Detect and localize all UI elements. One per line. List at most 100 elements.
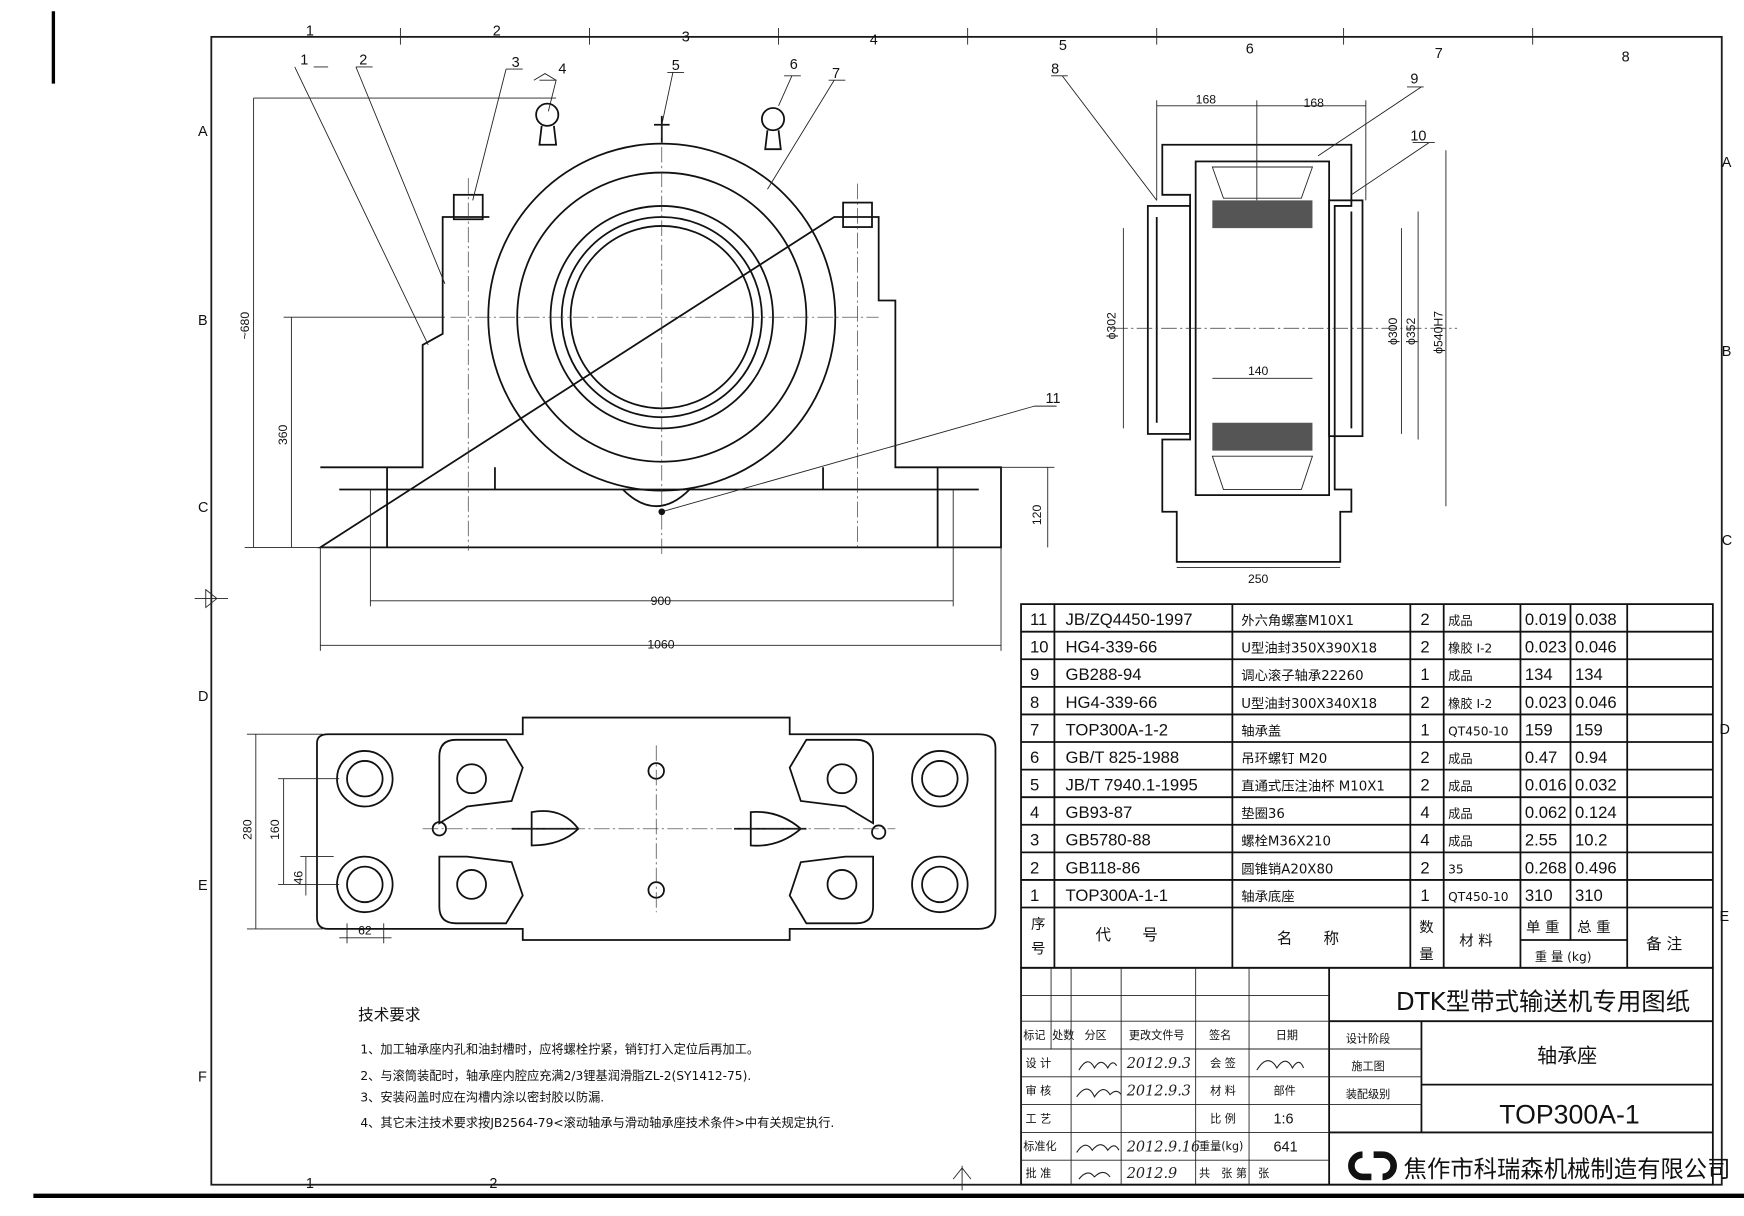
cell-material: 成品 (1448, 669, 1472, 683)
cell-code: GB118-86 (1066, 858, 1141, 877)
cell-unit: 2.55 (1525, 831, 1557, 850)
cell-total: 159 (1575, 720, 1603, 739)
cell-code: JB/ZQ4450-1997 (1066, 610, 1193, 629)
cell-material: 橡胶 I-2 (1448, 641, 1492, 656)
zone-row-c: C (198, 500, 208, 516)
dim-280: 280 (240, 819, 254, 840)
tb-company-name: 焦作市科瑞森机械制造有限公司 (1404, 1155, 1731, 1183)
header-qty-2: 量 (1419, 947, 1433, 963)
tb-label-sheets: 共 张 第 张 (1199, 1166, 1269, 1180)
cell-qty: 4 (1420, 803, 1429, 822)
dim-d352: ϕ352 (1404, 318, 1418, 345)
zone-col-2: 2 (493, 24, 501, 40)
tb-label-design: 设 计 (1025, 1057, 1051, 1070)
cell-unit: 159 (1525, 720, 1553, 739)
tb-label-stage: 设计阶段 (1346, 1031, 1390, 1045)
front-view: 1 2 3 4 5 6 7 11 ~680 360 120 900 1060 (238, 53, 1060, 652)
cell-name: 螺栓M36X210 (1241, 834, 1331, 850)
top-view: 280 160 46 62 (240, 716, 997, 944)
dim-250: 250 (1248, 572, 1269, 586)
cell-total: 0.032 (1575, 776, 1617, 795)
tech-item-4: 4、其它未注技术要求按JB2564-79<滚动轴承与滑动轴承座技术条件>中有关规… (360, 1115, 834, 1130)
cell-name: U型油封300X340X18 (1241, 696, 1377, 712)
tb-project-title: DTK型带式输送机专用图纸 (1396, 987, 1690, 1016)
cell-material: 成品 (1448, 614, 1472, 628)
dim-168-left: 168 (1196, 93, 1217, 107)
cell-no: 1 (1030, 886, 1039, 905)
section-view: 8 9 10 168 168 ϕ302 ϕ300 ϕ352 ϕ540H7 140… (1051, 62, 1458, 586)
zone-row-a-right: A (1722, 155, 1732, 171)
cell-no: 3 (1030, 831, 1039, 850)
cell-unit: 0.268 (1525, 858, 1567, 877)
cell-code: JB/T 7940.1-1995 (1066, 776, 1198, 795)
cell-total: 0.496 (1575, 858, 1617, 877)
dim-140: 140 (1248, 364, 1269, 378)
tb-date-standard: 2012.9.16 (1126, 1139, 1200, 1155)
tb-label-standard: 标准化 (1023, 1139, 1056, 1153)
signatures (1076, 1060, 1305, 1180)
tb-header-zone: 分区 (1084, 1029, 1106, 1042)
tb-value-scale: 1:6 (1274, 1112, 1294, 1128)
tech-item-1: 1、加工轴承座内孔和油封槽时，应将螺栓拧紧，销钉打入定位后再加工。 (360, 1041, 759, 1056)
zone-row-a: A (198, 124, 208, 140)
cell-name: 直通式压注油杯 M10X1 (1241, 779, 1385, 795)
zone-col-4: 4 (870, 33, 878, 49)
zone-row-c-right: C (1722, 533, 1732, 549)
tb-label-material: 材 料 (1210, 1084, 1236, 1098)
cell-code: TOP300A-1-2 (1066, 720, 1169, 739)
zone-col-3: 3 (682, 29, 690, 45)
drawing-border: 1 2 3 4 5 6 7 8 A B C D E F A B C D E 1 … (33, 11, 1744, 1199)
header-total-weight: 总 重 (1577, 919, 1610, 936)
dim-height: ~680 (238, 312, 252, 340)
cell-material: 成品 (1448, 835, 1472, 849)
cell-unit: 0.023 (1525, 693, 1567, 712)
dim-160: 160 (268, 819, 282, 840)
tb-date-design: 2012.9.3 (1126, 1056, 1191, 1072)
zone-col-1-bottom: 1 (306, 1176, 314, 1192)
tb-date-approve: 2012.9 (1126, 1166, 1178, 1182)
cell-no: 10 (1030, 638, 1049, 657)
tb-header-mark: 标记 (1023, 1028, 1045, 1042)
cell-material: 35 (1448, 862, 1464, 876)
cell-unit: 0.062 (1525, 803, 1567, 822)
tb-header-signature: 签名 (1209, 1028, 1231, 1042)
cell-no: 2 (1030, 858, 1039, 877)
part-label-11: 11 (1046, 391, 1061, 407)
cell-no: 4 (1030, 803, 1039, 822)
tb-label-scale: 比 例 (1210, 1111, 1236, 1125)
company-logo-icon (1348, 1151, 1397, 1181)
cell-unit: 0.023 (1525, 638, 1567, 657)
cell-material: 橡胶 I-2 (1448, 696, 1492, 711)
tb-label-countersign: 会 签 (1210, 1056, 1236, 1070)
cell-total: 0.038 (1575, 610, 1617, 629)
cell-name: 轴承盖 (1241, 723, 1281, 739)
dim-d300: ϕ300 (1386, 318, 1400, 345)
tb-part-name: 轴承座 (1537, 1043, 1597, 1067)
cell-qty: 1 (1420, 886, 1429, 905)
part-label-2: 2 (359, 53, 367, 69)
cell-material: QT450-10 (1448, 724, 1508, 738)
part-label-10: 10 (1410, 128, 1426, 144)
cell-qty: 2 (1420, 610, 1429, 629)
cell-name: 外六角螺塞M10X1 (1241, 612, 1354, 629)
cell-qty: 1 (1420, 665, 1429, 684)
cell-name: 调心滚子轴承22260 (1241, 667, 1363, 684)
header-name: 名 称 (1277, 929, 1339, 947)
cell-material: QT450-10 (1448, 890, 1508, 904)
header-no: 序 (1031, 916, 1045, 933)
cell-total: 10.2 (1575, 831, 1607, 850)
part-label-3: 3 (512, 55, 520, 71)
cell-qty: 1 (1420, 720, 1429, 739)
header-unit-weight: 单 重 (1526, 919, 1559, 936)
header-material: 材 料 (1459, 933, 1492, 950)
dim-length: 1060 (647, 638, 674, 652)
cell-unit: 0.47 (1525, 748, 1557, 767)
zone-row-d-right: D (1720, 722, 1730, 738)
